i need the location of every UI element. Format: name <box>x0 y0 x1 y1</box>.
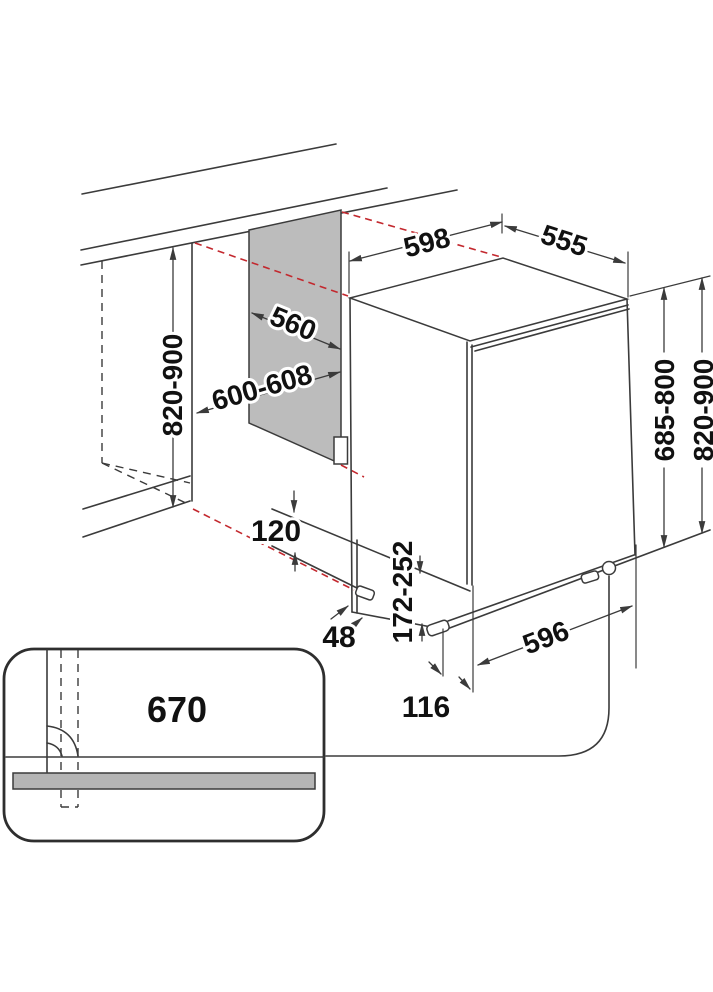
dim-label-door-width: 596 <box>518 615 573 661</box>
dim-arrow-48-left <box>330 605 349 620</box>
front-foot <box>426 619 450 637</box>
counter-back-edge <box>81 143 337 195</box>
door-top-edge-1 <box>470 304 629 348</box>
floor-line-extended <box>446 529 711 630</box>
projection-panel-bottom <box>340 464 365 478</box>
dim-label-niche-height: 820-900 <box>157 334 188 437</box>
rear-wheel <box>601 560 617 576</box>
dim-label-appliance-height: 685-800 <box>649 359 680 462</box>
dim-arrow-116-right <box>458 676 471 690</box>
floor-edge-upper <box>82 475 191 510</box>
niche-hidden-floor-edge-2 <box>101 462 191 506</box>
dim-line-555 <box>503 225 627 264</box>
dim-line-598 <box>348 221 504 262</box>
dim-label-foot-setback: 116 <box>402 691 450 724</box>
dim-line-600-608 <box>195 371 342 414</box>
projection-top-left <box>194 242 349 297</box>
dim-label-top-depth: 555 <box>537 219 591 263</box>
dim-arrow-116-left <box>428 661 442 675</box>
dim-label-top-width: 598 <box>400 222 453 264</box>
rear-right-edge <box>626 298 636 556</box>
top-edge-extension <box>629 275 711 297</box>
side-panel-plinth-notch <box>333 436 349 465</box>
dim-label-overall-height: 820-900 <box>688 359 713 462</box>
dim-arrow-48-right <box>346 617 363 632</box>
dim-label-plinth-min: 120 <box>251 515 301 548</box>
dim-label-plinth-range: 172-252 <box>387 541 418 644</box>
dim-label-door-clearance: 670 <box>147 689 207 730</box>
detail-inset <box>2 575 610 843</box>
door-top-edge-2 <box>474 308 630 352</box>
projection-floor <box>192 508 355 591</box>
inset-plinth-bar <box>12 772 316 790</box>
dim-line-560 <box>251 312 341 350</box>
plinth-bottom-line <box>271 545 362 591</box>
counter-front-top-edge <box>80 187 388 251</box>
front-left-foot <box>354 585 376 601</box>
dim-line-596 <box>476 605 634 666</box>
plinth-top-line <box>271 508 471 592</box>
inset-door-swing-arc-outer <box>46 725 79 757</box>
dishwasher-top-face <box>347 257 630 342</box>
floor-edge-lower <box>82 500 191 538</box>
front-left-edge <box>349 297 353 613</box>
rear-foot <box>580 570 600 584</box>
inset-connector-line <box>325 575 610 757</box>
niche-hidden-floor-edge-1 <box>101 462 191 484</box>
inset-door-swing-arc-inner <box>46 742 63 757</box>
dim-label-bottom-gap: 48 <box>322 621 355 654</box>
inset-border <box>2 647 326 843</box>
